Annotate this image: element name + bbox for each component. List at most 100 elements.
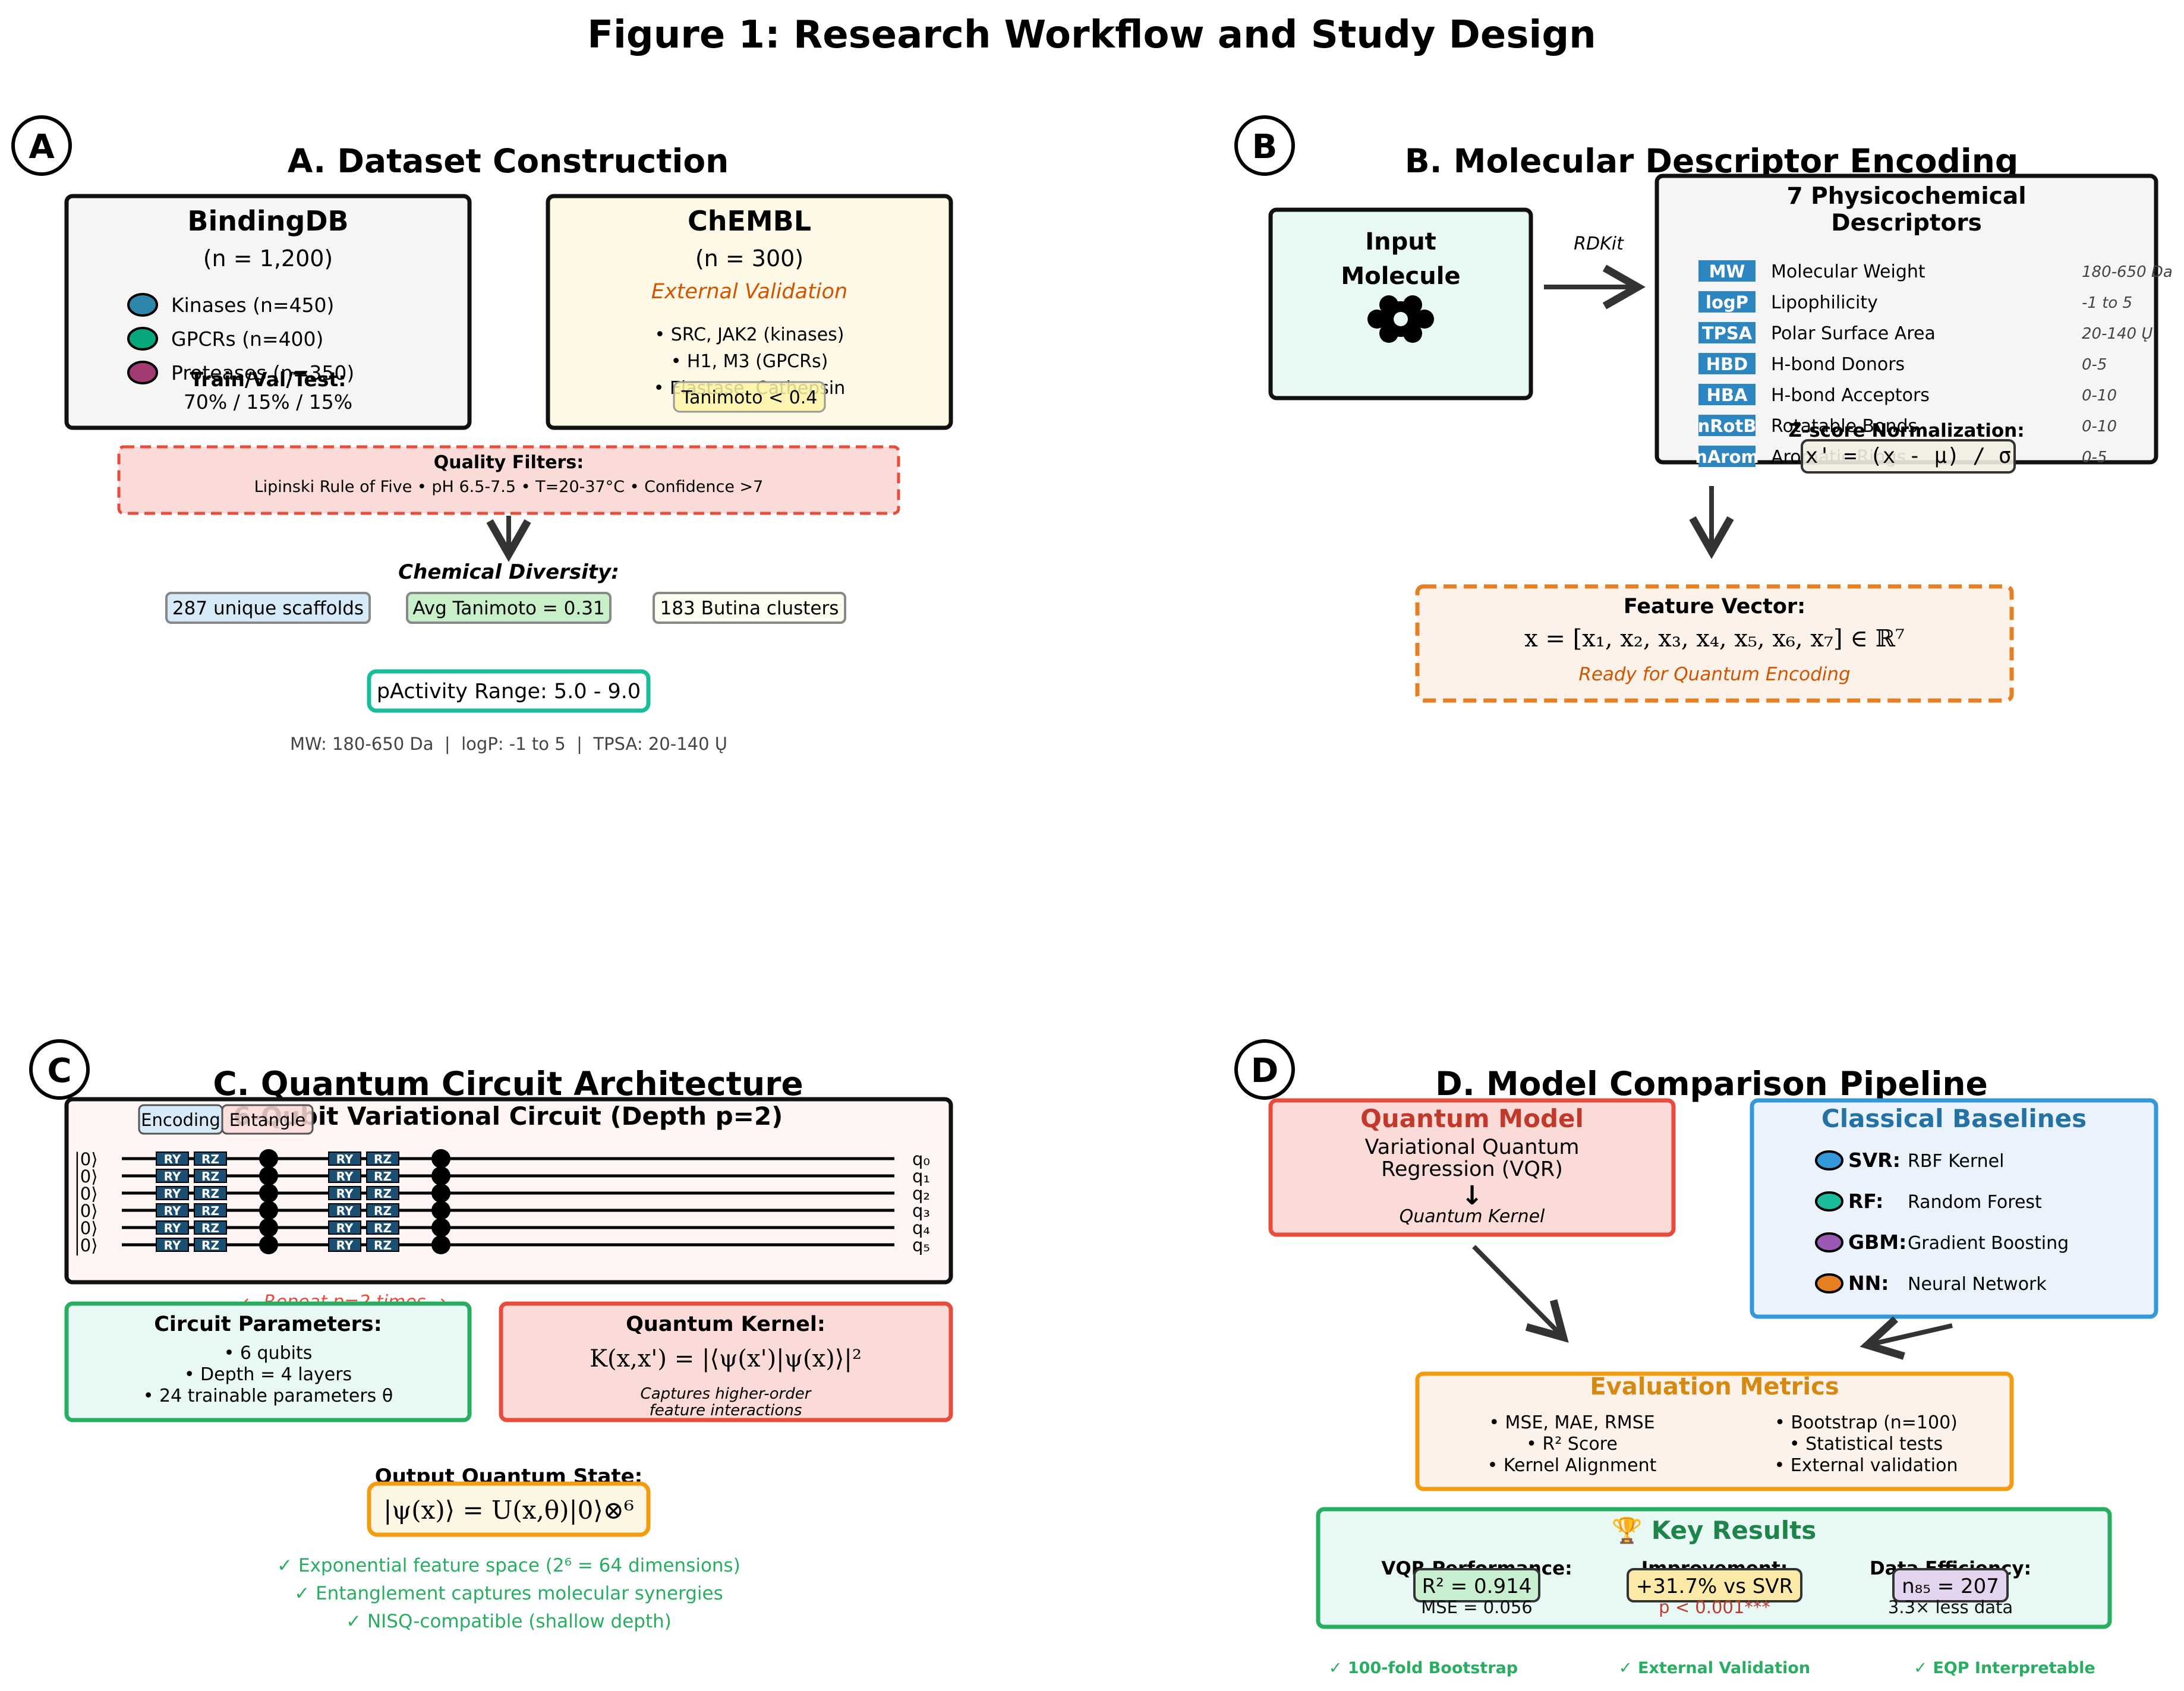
baseline-abbr: GBM: — [1848, 1231, 1906, 1254]
ry-gate-label: RY — [164, 1169, 181, 1184]
result-value-badge — [1892, 1568, 2009, 1602]
encoding-label: Encoding — [141, 1110, 220, 1130]
panel-b: B B. Molecular Descriptor Encoding Input… — [1234, 115, 2173, 703]
ry-gate — [328, 1186, 361, 1200]
split-label: Train/Val/Test: — [190, 368, 346, 391]
quantum-kernel-note-1: Captures higher-order — [641, 1385, 812, 1403]
circuit-title: 6-Qubit Variational Circuit (Depth p=2) — [234, 1102, 783, 1131]
panel-c-title: C. Quantum Circuit Architecture — [213, 1065, 803, 1103]
baseline-abbr: RF: — [1848, 1190, 1883, 1213]
result-value-badge — [1627, 1568, 1802, 1602]
eval-left-1: • MSE, MAE, RMSE — [1489, 1412, 1654, 1433]
gpcr-dot — [127, 327, 158, 351]
rz-gate-label: RZ — [201, 1169, 219, 1184]
descriptor-name: H-bond Donors — [1771, 354, 1905, 375]
descriptor-badge — [1698, 415, 1756, 436]
chembl-subtitle: External Validation — [651, 280, 847, 304]
quantum-kernel-title: Quantum Kernel: — [626, 1313, 825, 1336]
eval-right-3: • External validation — [1775, 1455, 1958, 1476]
tanimoto-badge — [673, 381, 826, 413]
rz-gate — [366, 1238, 399, 1252]
figure-title: Figure 1: Research Workflow and Study De… — [587, 13, 1596, 57]
quantum-to-eval-arrow — [1472, 1245, 1569, 1343]
key-results-title: 🏆 Key Results — [1612, 1516, 1816, 1545]
baseline-dot — [1815, 1232, 1843, 1253]
rz-gate-label: RZ — [201, 1152, 219, 1166]
descriptor-name: H-bond Acceptors — [1771, 385, 1930, 406]
panel-a-letter-circle — [11, 115, 72, 176]
descriptor-name: Polar Surface Area — [1771, 323, 1936, 344]
descriptor-range: 20-140 Ų — [2082, 325, 2153, 343]
input-label-2: Molecule — [1341, 263, 1460, 290]
panel-b-letter-circle — [1234, 115, 1295, 176]
circuit-param-3: • 24 trainable parameters θ — [143, 1386, 393, 1406]
quantum-kernel-formula: K(x,x') = |⟨ψ(x')|ψ(x)⟩|² — [590, 1345, 862, 1373]
quantum-model-box — [1268, 1098, 1676, 1237]
descriptors-title-2: Descriptors — [1831, 210, 1982, 236]
evaluation-metrics-box — [1415, 1371, 2014, 1491]
descriptor-badge — [1698, 353, 1756, 374]
qubit-label: q₃ — [912, 1201, 930, 1221]
butina-label: 183 Butina clusters — [660, 598, 839, 619]
rz-gate — [366, 1220, 399, 1235]
rz-gate — [366, 1169, 399, 1183]
quantum-model-kernel: Quantum Kernel — [1400, 1206, 1545, 1227]
tanimoto-badge-label: Tanimoto < 0.4 — [681, 387, 818, 408]
result-sub: MSE = 0.056 — [1421, 1597, 1533, 1617]
descriptor-abbr: logP — [1706, 292, 1748, 313]
result-value: R² = 0.914 — [1422, 1575, 1532, 1598]
footer-check-3: ✓ EQP Interpretable — [1914, 1659, 2095, 1677]
rz-gate-label: RZ — [374, 1187, 392, 1201]
rz-gate — [194, 1151, 227, 1166]
diversity-title: Chemical Diversity: — [398, 560, 619, 584]
baseline-abbr: NN: — [1848, 1272, 1889, 1295]
zscore-formula: x' = (x - μ) / σ — [1805, 444, 2012, 468]
descriptor-range: -1 to 5 — [2082, 294, 2132, 312]
ry-gate-label: RY — [336, 1221, 354, 1235]
baseline-name: Neural Network — [1908, 1274, 2047, 1295]
ry-gate — [156, 1151, 189, 1166]
descriptors-title-1: 7 Physicochemical — [1786, 183, 2026, 210]
output-state-formula: |ψ(x)⟩ = U(x,θ)|0⟩⊗⁶ — [383, 1496, 634, 1525]
classical-baselines-box — [1750, 1098, 2158, 1319]
baseline-dot — [1815, 1191, 1843, 1212]
descriptor-name: Molecular Weight — [1771, 261, 1925, 282]
entangle-badge — [221, 1104, 314, 1135]
chembl-target-1: • SRC, JAK2 (kinases) — [654, 324, 844, 345]
eval-left-3: • Kernel Alignment — [1487, 1455, 1657, 1476]
descriptor-range: 0-10 — [2082, 387, 2117, 405]
quantum-benefit-1: ✓ Exponential feature space (2⁶ = 64 dim… — [277, 1555, 740, 1576]
ry-gate-label: RY — [336, 1152, 354, 1166]
rz-gate-label: RZ — [374, 1221, 392, 1235]
kinase-label: Kinases (n=450) — [171, 294, 334, 317]
panel-c: C C. Quantum Circuit Architecture 6-Qubi… — [29, 1039, 953, 1632]
input-label-1: Input — [1365, 228, 1436, 255]
footer-check-1: ✓ 100-fold Bootstrap — [1329, 1659, 1518, 1677]
chembl-box — [546, 194, 953, 430]
protease-label: Proteases (n=350) — [171, 361, 354, 384]
qubit-label: q₀ — [912, 1149, 930, 1169]
quality-filters-title: Quality Filters: — [434, 452, 584, 473]
descriptor-ranges: MW: 180-650 Da | logP: -1 to 5 | TPSA: 2… — [290, 734, 727, 754]
ry-gate — [328, 1220, 361, 1235]
feature-vector-title: Feature Vector: — [1624, 595, 1805, 619]
ry-gate-label: RY — [336, 1169, 354, 1184]
ry-gate — [156, 1169, 189, 1183]
ry-gate — [328, 1203, 361, 1217]
rz-gate — [366, 1186, 399, 1200]
classical-to-eval-arrow — [1860, 1316, 1953, 1360]
ry-gate — [156, 1203, 189, 1217]
circuit-param-2: • Depth = 4 layers — [184, 1364, 352, 1385]
quantum-benefit-2: ✓ Entanglement captures molecular synerg… — [294, 1583, 723, 1604]
rdkit-label: RDKit — [1574, 234, 1624, 254]
result-value: +31.7% vs SVR — [1636, 1575, 1793, 1598]
classical-baselines-title: Classical Baselines — [1821, 1104, 2087, 1133]
protease-dot — [127, 361, 158, 384]
baseline-abbr: SVR: — [1848, 1149, 1901, 1172]
circuit-param-1: • 6 qubits — [224, 1343, 313, 1364]
qubit-label: q₅ — [912, 1235, 930, 1255]
ry-gate — [328, 1238, 361, 1252]
baseline-dot — [1815, 1150, 1843, 1171]
descriptor-abbr: HBA — [1707, 385, 1748, 405]
